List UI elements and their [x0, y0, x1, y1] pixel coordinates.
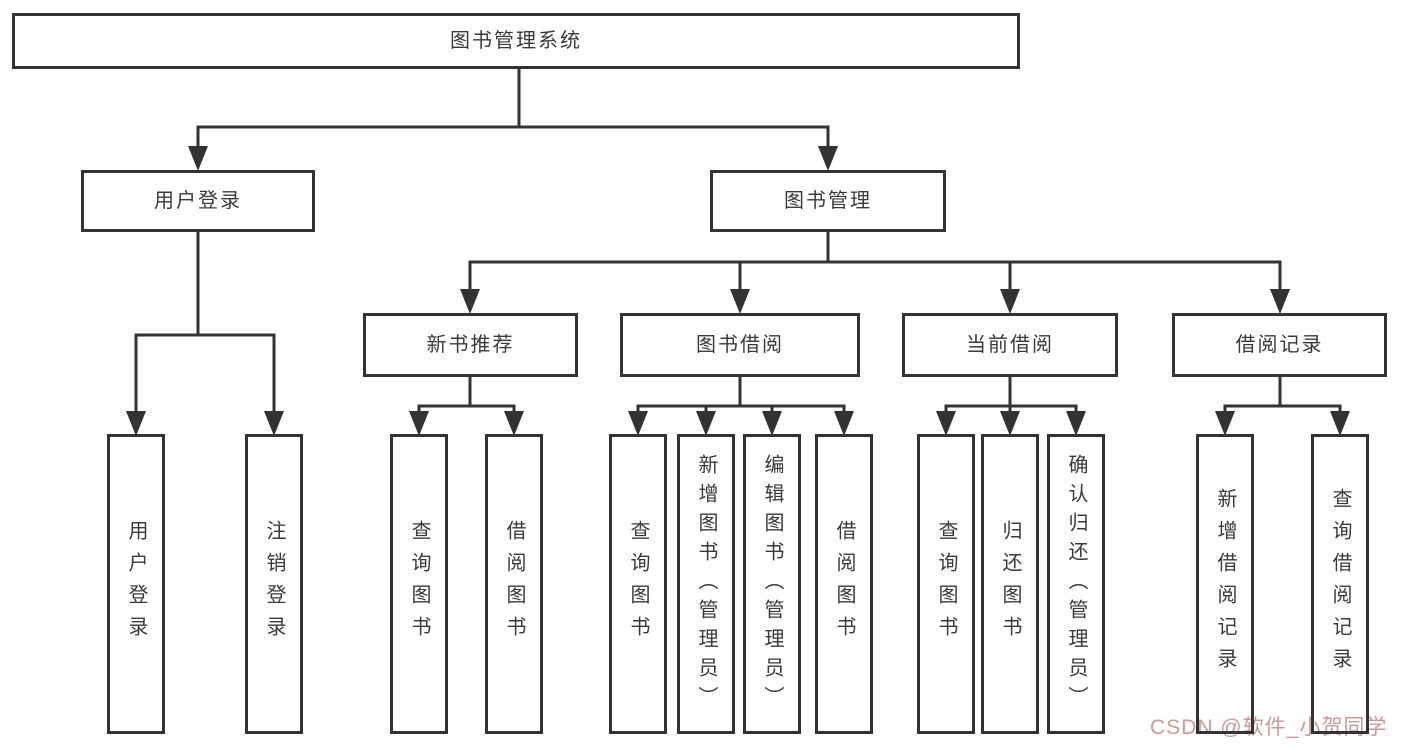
- leaf-newbook-query-label: 查询图书: [408, 520, 430, 648]
- node-book-management-label: 图书管理: [784, 190, 872, 212]
- leaf-borrow-query-label: 查询图书: [627, 520, 649, 648]
- node-new-book-recommend-label: 新书推荐: [426, 334, 515, 356]
- leaf-newbook-borrow: 借阅图书: [485, 434, 543, 734]
- leaf-borrow-add-admin-label: 新增图书（管理员）: [695, 453, 717, 715]
- node-current-borrowing: 当前借阅: [902, 313, 1118, 377]
- leaf-records-query-label: 查询借阅记录: [1329, 488, 1351, 680]
- leaf-borrow-add-admin: 新增图书（管理员）: [677, 434, 735, 734]
- leaf-newbook-borrow-label: 借阅图书: [503, 520, 525, 648]
- leaf-borrow-book: 借阅图书: [815, 434, 873, 734]
- leaf-records-add-label: 新增借阅记录: [1214, 488, 1236, 680]
- leaf-user-login: 用户登录: [107, 434, 165, 734]
- node-root-label: 图书管理系统: [450, 30, 582, 52]
- leaf-records-query: 查询借阅记录: [1311, 434, 1369, 734]
- leaf-current-return-label: 归还图书: [999, 520, 1021, 648]
- leaf-borrow-query: 查询图书: [609, 434, 667, 734]
- leaf-records-add: 新增借阅记录: [1196, 434, 1254, 734]
- leaf-current-confirm-admin: 确认归还（管理员）: [1047, 434, 1105, 734]
- leaf-current-return: 归还图书: [981, 434, 1039, 734]
- node-current-borrowing-label: 当前借阅: [966, 334, 1054, 356]
- node-user-login-label: 用户登录: [154, 190, 242, 212]
- node-borrow-records-label: 借阅记录: [1235, 334, 1324, 356]
- node-user-login: 用户登录: [81, 170, 315, 232]
- node-book-borrowing-label: 图书借阅: [696, 334, 784, 356]
- leaf-borrow-edit-admin: 编辑图书（管理员）: [743, 434, 801, 734]
- leaf-user-login-label: 用户登录: [125, 520, 147, 648]
- leaf-current-query-label: 查询图书: [935, 520, 957, 648]
- node-new-book-recommend: 新书推荐: [363, 313, 578, 377]
- leaf-current-query: 查询图书: [917, 434, 975, 734]
- leaf-borrow-edit-admin-label: 编辑图书（管理员）: [761, 453, 783, 715]
- leaf-newbook-query: 查询图书: [390, 434, 448, 734]
- leaf-borrow-book-label: 借阅图书: [833, 520, 855, 648]
- node-book-management: 图书管理: [710, 170, 946, 232]
- leaf-current-confirm-admin-label: 确认归还（管理员）: [1065, 453, 1087, 715]
- node-book-borrowing: 图书借阅: [620, 313, 860, 377]
- leaf-logout-label: 注销登录: [263, 520, 285, 648]
- node-borrow-records: 借阅记录: [1172, 313, 1387, 377]
- leaf-logout: 注销登录: [245, 434, 303, 734]
- node-root: 图书管理系统: [12, 13, 1020, 69]
